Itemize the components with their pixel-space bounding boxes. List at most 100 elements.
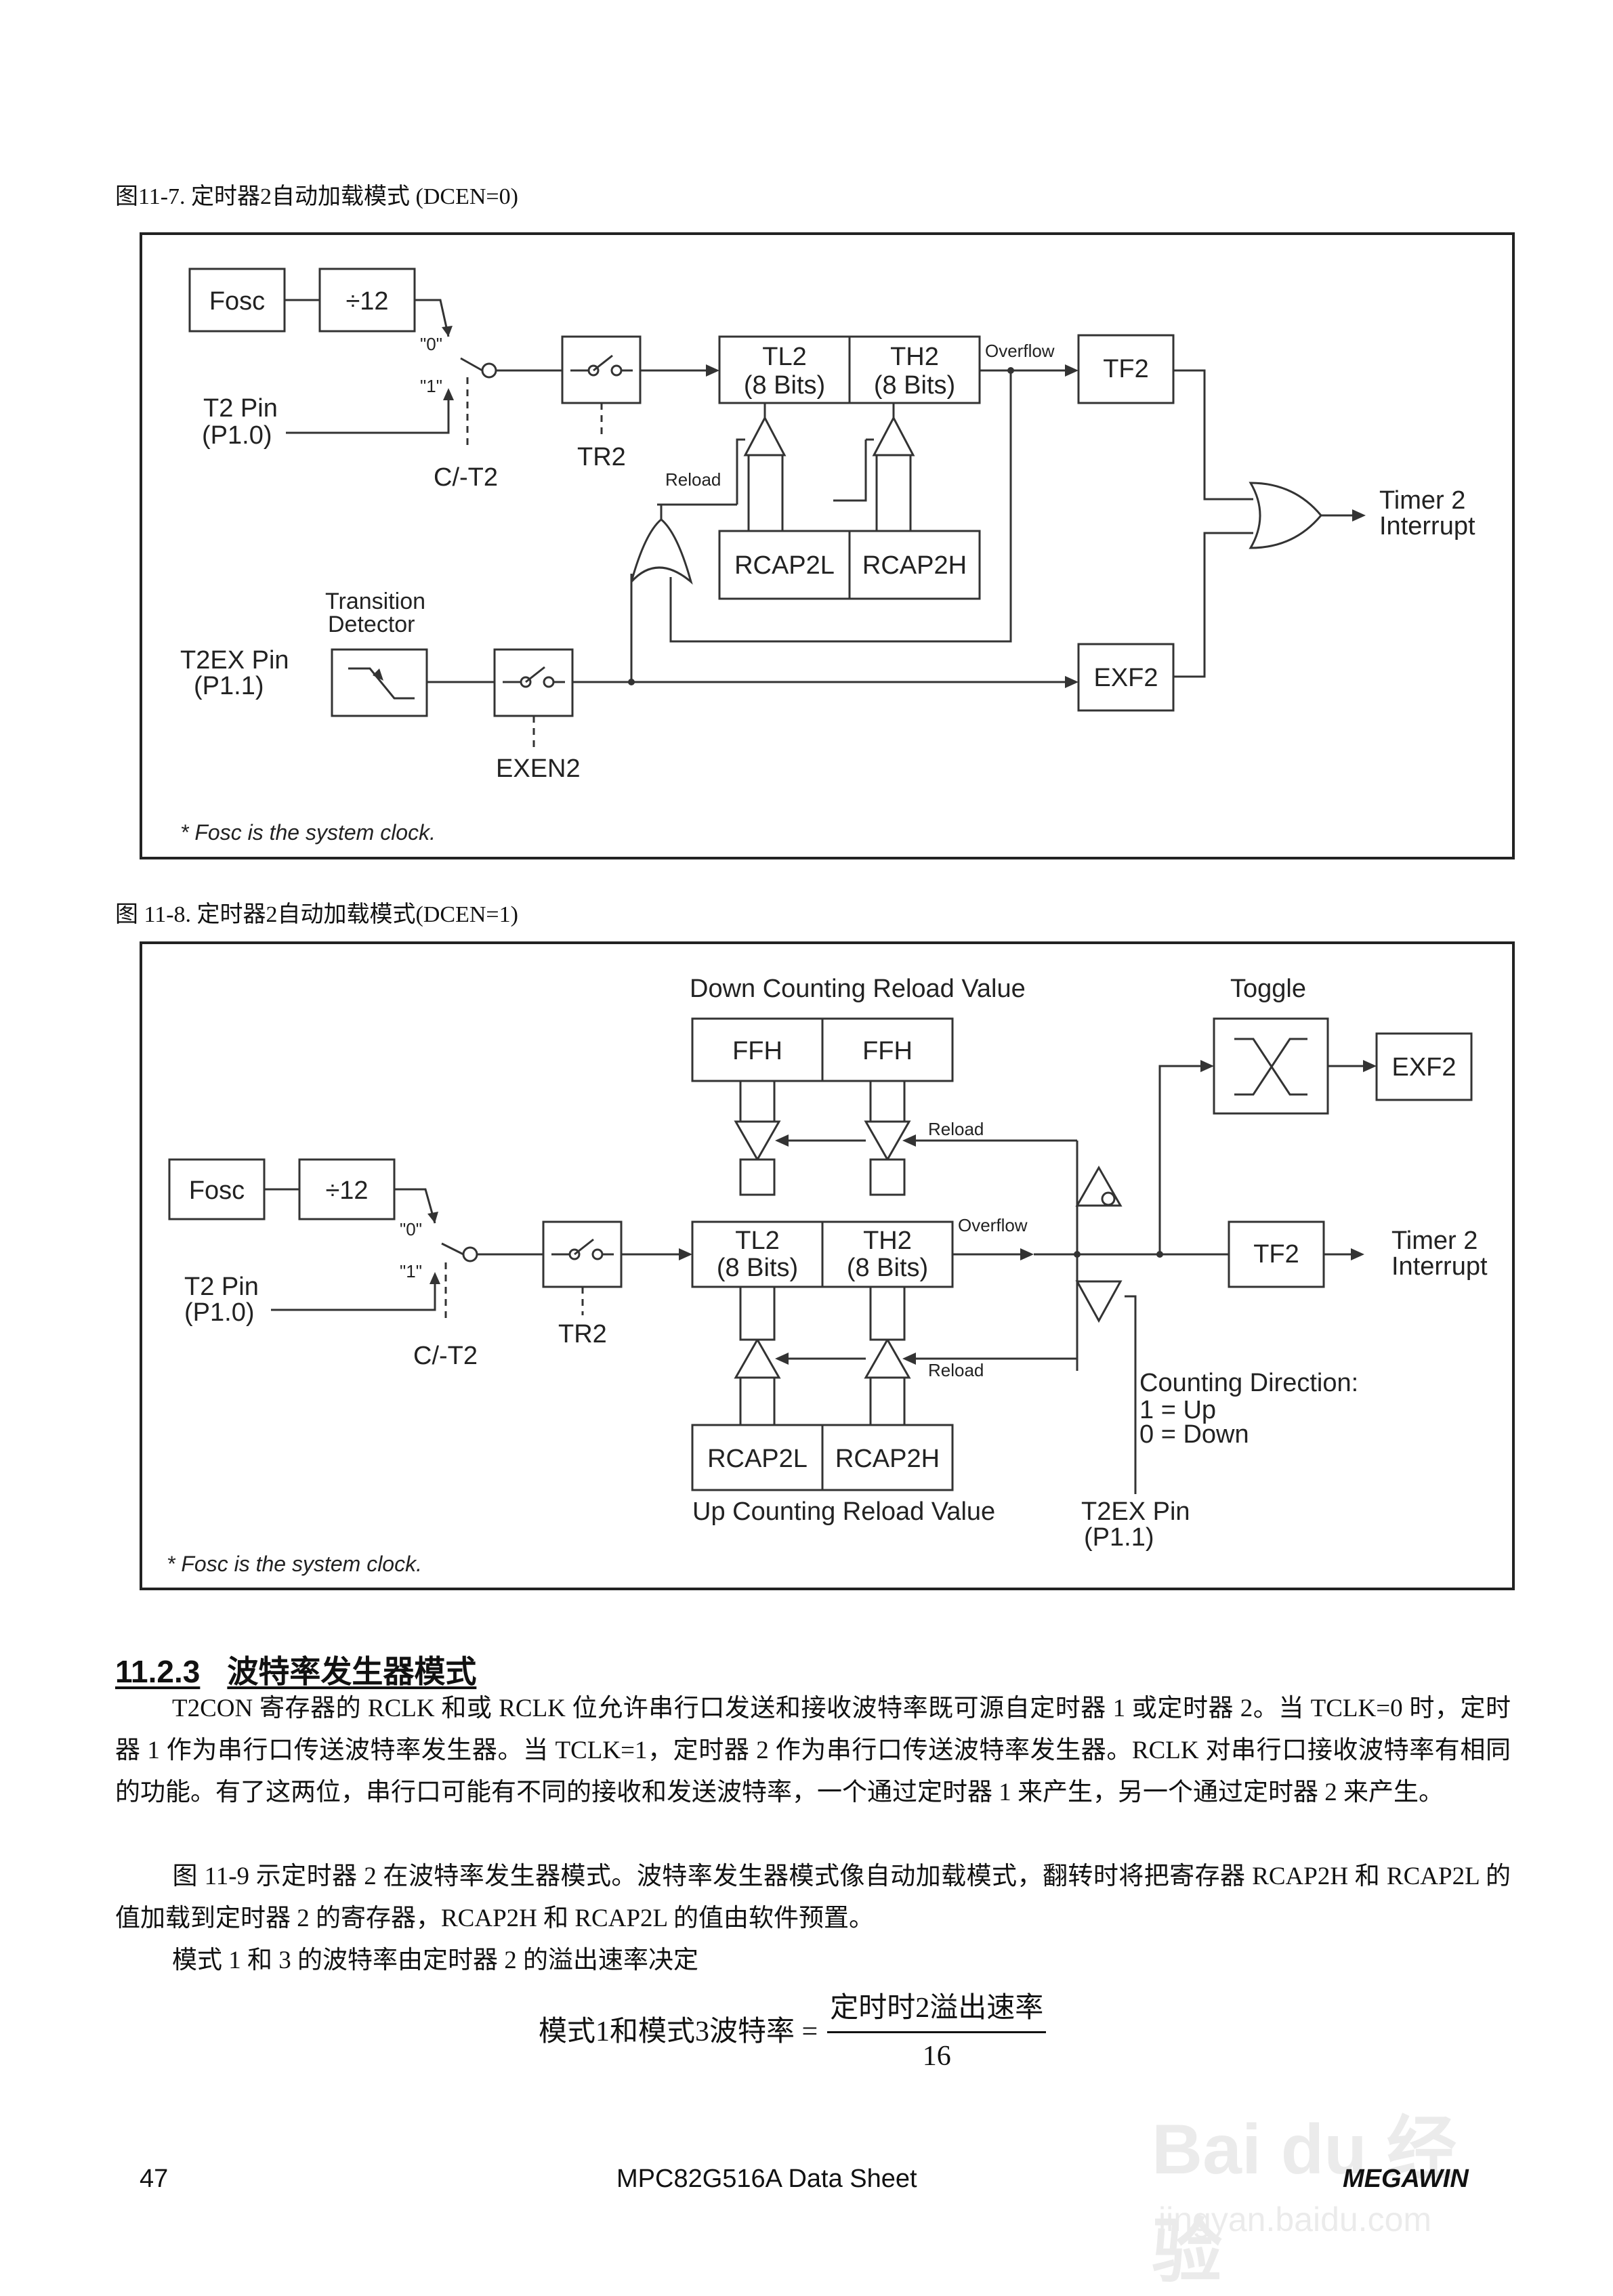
watermark-logo: Bai du 经验	[1152, 2110, 1457, 2291]
div12-label: ÷12	[325, 1176, 368, 1205]
direction-line	[1125, 1295, 1137, 1364]
ct2-label: C/-T2	[413, 1342, 478, 1370]
t2pin-label: T2 Pin	[184, 1273, 259, 1301]
interrupt-label: Interrupt	[1391, 1252, 1488, 1281]
sel0-label: "0"	[420, 334, 442, 354]
down-buffer-left	[734, 1120, 781, 1162]
overflow-label: Overflow	[985, 341, 1055, 361]
timer2-label: Timer 2	[1391, 1227, 1478, 1255]
tl2-label: TL2	[762, 343, 806, 371]
overflow-to-toggle-line	[1158, 1065, 1203, 1254]
fosc-note: * Fosc is the system clock.	[180, 820, 436, 845]
rcap2h-block	[848, 530, 981, 600]
overflow-feedback-line	[669, 370, 1012, 643]
interrupt-arrowhead	[1352, 509, 1366, 522]
t2pin-line	[286, 398, 450, 434]
overflow-label: Overflow	[958, 1215, 1028, 1235]
th2-label: TH2	[890, 343, 939, 371]
formula-numerator: 定时时2溢出速率	[827, 1984, 1047, 2033]
exf2-label: EXF2	[1093, 664, 1158, 692]
figure1-caption: 图11-7. 定时器2自动加载模式 (DCEN=0)	[115, 184, 518, 209]
rcap2l-block	[691, 1424, 824, 1491]
tf2-to-or-line	[1173, 369, 1253, 501]
rcap2h-label: RCAP2H	[835, 1445, 940, 1473]
up-bus-left	[739, 1376, 776, 1426]
down-bus-left	[739, 1158, 776, 1196]
figure2-svg: Down Counting Reload Value FFH FFH Reloa…	[167, 975, 1488, 1576]
ffh1-bus	[739, 1080, 776, 1123]
reload-bottom-arrowhead	[902, 1353, 916, 1365]
t2expin-label: T2EX Pin	[180, 646, 289, 675]
div12-label: ÷12	[345, 287, 388, 316]
figure1-svg: Fosc ÷12 "0" "1" T2 Pin (P1.0) C/-T2 TR2…	[180, 268, 1475, 845]
down-buffer-right	[864, 1120, 911, 1162]
paragraph-2-text: 图 11-9 示定时器 2 在波特率发生器模式。波特率发生器模式像自动加载模式，…	[115, 1863, 1511, 1932]
footer-doc-title: MPC82G516A Data Sheet	[616, 2165, 917, 2193]
t2expin-label: T2EX Pin	[1081, 1497, 1190, 1526]
sel1-arrowhead	[443, 388, 454, 400]
exf2-arrowhead	[1363, 1060, 1377, 1072]
sel0-arrowhead	[427, 1212, 438, 1223]
tf2-label: TF2	[1253, 1240, 1299, 1269]
toggle-symbol-b	[1234, 1038, 1307, 1096]
reload-up-buffer	[1075, 1280, 1123, 1323]
ffh2-label: FFH	[862, 1037, 913, 1065]
exf2-to-or-line	[1173, 532, 1253, 678]
rcap2l-bus	[747, 454, 784, 532]
figure2-caption: 图 11-8. 定时器2自动加载模式(DCEN=1)	[115, 902, 518, 927]
fosc-block	[188, 268, 286, 333]
tl2-bits-label: (8 Bits)	[717, 1254, 798, 1282]
reload-bottom-left-arrowhead	[775, 1353, 789, 1365]
exf2-arrowhead	[1065, 676, 1078, 688]
tr2-label: TR2	[577, 443, 626, 471]
paragraph-3: 模式 1 和 3 的波特率由定时器 2 的溢出速率决定	[115, 1940, 1511, 1982]
up-label: 1 = Up	[1139, 1396, 1216, 1424]
sel0-arrowhead	[442, 326, 453, 337]
fosc-note: * Fosc is the system clock.	[167, 1552, 422, 1576]
down-reload-label: Down Counting Reload Value	[690, 975, 1026, 1003]
t2pin-port-label: (P1.0)	[202, 421, 272, 450]
ffh1-label: FFH	[732, 1037, 782, 1065]
div12-out-line	[415, 299, 450, 337]
reload-label: Reload	[665, 469, 721, 490]
tr2-label: TR2	[558, 1320, 607, 1348]
sel1-arrowhead	[430, 1272, 440, 1284]
reload-bus-line-right	[833, 440, 867, 502]
t2expin-port-label: (P1.1)	[1084, 1523, 1154, 1552]
down-bus-right	[869, 1158, 906, 1196]
tl2-bits-label: (8 Bits)	[744, 371, 825, 400]
baidu-watermark: Bai du 经验 jingyan.baidu.com	[1145, 2064, 1524, 2291]
rcap2h-bus	[875, 454, 912, 532]
tf2-block	[1228, 1220, 1325, 1288]
watermark-url: jingyan.baidu.com	[1158, 2201, 1432, 2238]
section-number: 11.2.3	[115, 1654, 201, 1689]
sel1-label: "1"	[420, 376, 442, 396]
tl2-reload-buffer	[743, 415, 787, 456]
rcap2l-block	[718, 530, 851, 600]
exf2-block	[1077, 643, 1175, 712]
paragraph-3-text: 模式 1 和 3 的波特率由定时器 2 的溢出速率决定	[172, 1947, 698, 1974]
up-buffer-left	[734, 1337, 781, 1379]
sel0-label: "0"	[400, 1219, 422, 1239]
exf2-label: EXF2	[1391, 1053, 1456, 1082]
mux-switch-blade	[441, 1242, 464, 1256]
interrupt-label: Interrupt	[1379, 512, 1475, 540]
th2-bits-label: (8 Bits)	[874, 371, 955, 400]
exen2-switch-blade	[525, 666, 545, 683]
fosc-label: Fosc	[189, 1176, 245, 1205]
div12-block	[318, 268, 416, 333]
timer2-label: Timer 2	[1379, 486, 1465, 515]
t2expin-port-label: (P1.1)	[194, 672, 264, 700]
tl2-block	[691, 1220, 824, 1288]
div12-block	[298, 1158, 396, 1220]
tl2-in-arrowhead	[706, 364, 719, 377]
interrupt-or-gate	[1249, 482, 1322, 549]
formula-denominator: 16	[922, 2041, 951, 2072]
up-bus-right	[869, 1376, 906, 1426]
reload-down-inverter-bubble	[1101, 1191, 1116, 1206]
rcap2h-label: RCAP2H	[862, 551, 967, 580]
reload-top-arrowhead	[902, 1134, 916, 1147]
tl2-label: TL2	[735, 1227, 779, 1255]
t2pin-line	[271, 1281, 436, 1311]
